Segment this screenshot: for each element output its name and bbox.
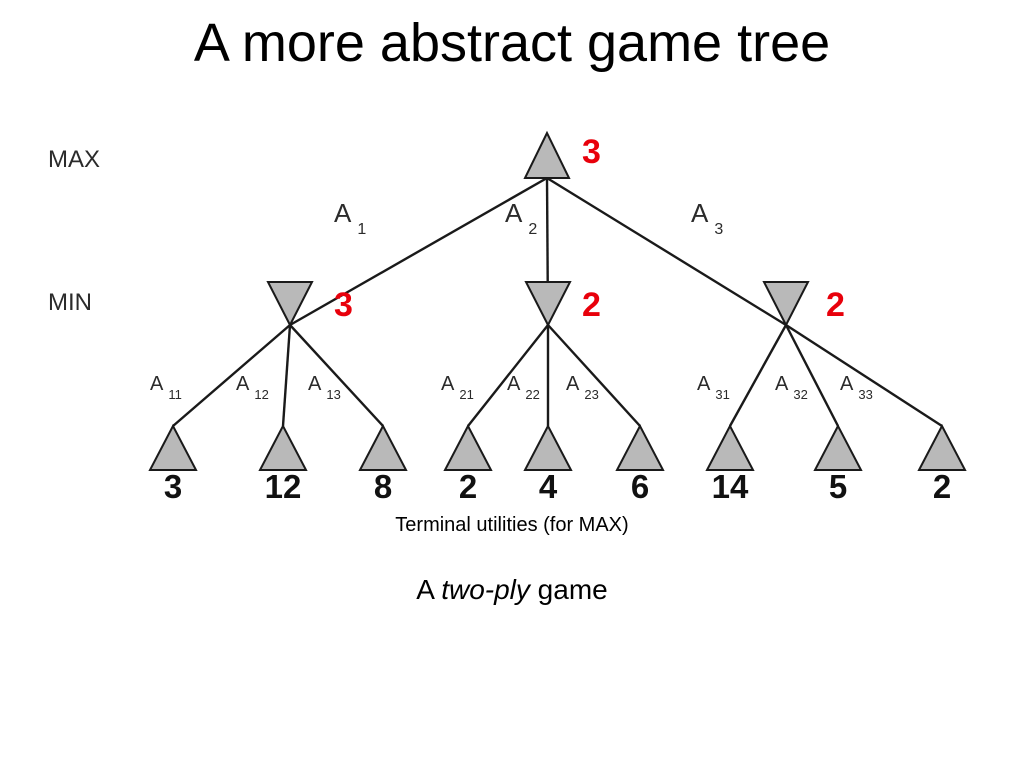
action-label-a1-letter: A <box>334 198 352 228</box>
action-label-a32: A 32 <box>775 373 808 402</box>
edge-min-2-leaf-1 <box>467 324 549 427</box>
tree-nodes <box>148 130 967 471</box>
terminal-utility-1: 3 <box>164 468 182 505</box>
max-level-label: MAX <box>48 146 100 173</box>
action-label-a23-letter: A <box>566 373 580 395</box>
action-label-a12: A 12 <box>236 373 269 402</box>
action-label-a3: A3 <box>691 198 723 238</box>
edge-min-1-leaf-1 <box>172 324 291 427</box>
action-label-a3-letter: A <box>691 198 709 228</box>
action-label-a11-subscript: 11 <box>168 387 182 402</box>
min-value-2: 2 <box>582 286 601 324</box>
action-label-a2: A2 <box>505 198 537 238</box>
terminal-utility-2: 12 <box>265 468 302 505</box>
action-label-a1: A1 <box>334 198 366 238</box>
leaf-node-8 <box>813 423 863 471</box>
leaf-node-3 <box>358 423 408 471</box>
action-label-a33: A 33 <box>840 373 873 402</box>
terminal-utility-8: 5 <box>829 468 847 505</box>
action-label-a11: A 11 <box>150 373 182 402</box>
action-label-a22-subscript: 22 <box>525 387 539 402</box>
leaf-node-6 <box>615 423 665 471</box>
min-value-1: 3 <box>334 286 353 324</box>
min-node-1 <box>266 281 314 328</box>
action-label-a22: A 22 <box>507 373 540 402</box>
action-label-a32-letter: A <box>775 373 789 395</box>
leaf-node-7 <box>705 423 755 471</box>
terminal-utility-5: 4 <box>539 468 558 505</box>
terminal-utility-7: 14 <box>712 468 749 505</box>
leaf-node-9 <box>917 423 967 471</box>
action-label-a21-letter: A <box>441 373 455 395</box>
root-value: 3 <box>582 133 601 171</box>
edge-min-1-leaf-2 <box>281 324 292 427</box>
subtitle-prefix: A <box>416 574 434 605</box>
action-label-a23: A 23 <box>566 373 599 402</box>
terminal-utility-6: 6 <box>631 468 649 505</box>
terminal-utility-9: 2 <box>933 468 951 505</box>
leaf-node-1 <box>148 423 198 471</box>
action-label-a2-letter: A <box>505 198 523 228</box>
action-label-a33-subscript: 33 <box>858 387 872 402</box>
action-label-a23-subscript: 23 <box>584 387 598 402</box>
edge-min-3-leaf-2 <box>784 324 840 427</box>
min-node-2 <box>524 281 572 328</box>
slide-title: A more abstract game tree <box>193 13 831 73</box>
max-root-node <box>523 130 571 179</box>
action-label-a31: A 31 <box>697 373 730 402</box>
action-label-a13-subscript: 13 <box>326 387 340 402</box>
action-label-a21: A 21 <box>441 373 474 402</box>
edge-root-min-3 <box>546 176 787 327</box>
terminal-utility-4: 2 <box>459 468 477 505</box>
action-label-a21-subscript: 21 <box>459 387 473 402</box>
action-label-a22-letter: A <box>507 373 521 395</box>
action-label-a12-subscript: 12 <box>254 387 268 402</box>
tree-edges <box>172 176 943 428</box>
action-label-a31-subscript: 31 <box>715 387 729 402</box>
action-label-a12-letter: A <box>236 373 250 395</box>
subtitle-emphasis: two-ply <box>441 574 530 605</box>
leaf-node-5 <box>523 423 573 471</box>
edge-min-2-leaf-3 <box>547 324 641 427</box>
min-node-3 <box>762 281 810 328</box>
action-label-a2-subscript: 2 <box>528 221 537 238</box>
action-label-a1-subscript: 1 <box>357 221 366 238</box>
action-label-a33-letter: A <box>840 373 854 395</box>
edge-root-min-1 <box>289 176 548 327</box>
subtitle-suffix: game <box>537 574 608 605</box>
min-value-3: 2 <box>826 286 845 324</box>
leaf-node-2 <box>258 423 308 471</box>
action-label-a13: A 13 <box>308 373 341 402</box>
edge-min-1-leaf-3 <box>289 324 384 427</box>
terminal-utility-3: 8 <box>374 468 392 505</box>
action-label-a13-letter: A <box>308 373 322 395</box>
edge-min-3-leaf-1 <box>728 324 788 427</box>
min-level-label: MIN <box>48 289 92 316</box>
action-label-a3-subscript: 3 <box>714 221 723 238</box>
two-ply-subtitle: A two-ply game <box>0 574 1024 606</box>
edge-min-3-leaf-3 <box>785 323 943 428</box>
action-label-a31-letter: A <box>697 373 711 395</box>
terminal-utilities-caption: Terminal utilities (for MAX) <box>395 514 629 536</box>
leaf-node-4 <box>443 423 493 471</box>
action-label-a32-subscript: 32 <box>793 387 807 402</box>
action-label-a11-letter: A <box>150 373 164 395</box>
